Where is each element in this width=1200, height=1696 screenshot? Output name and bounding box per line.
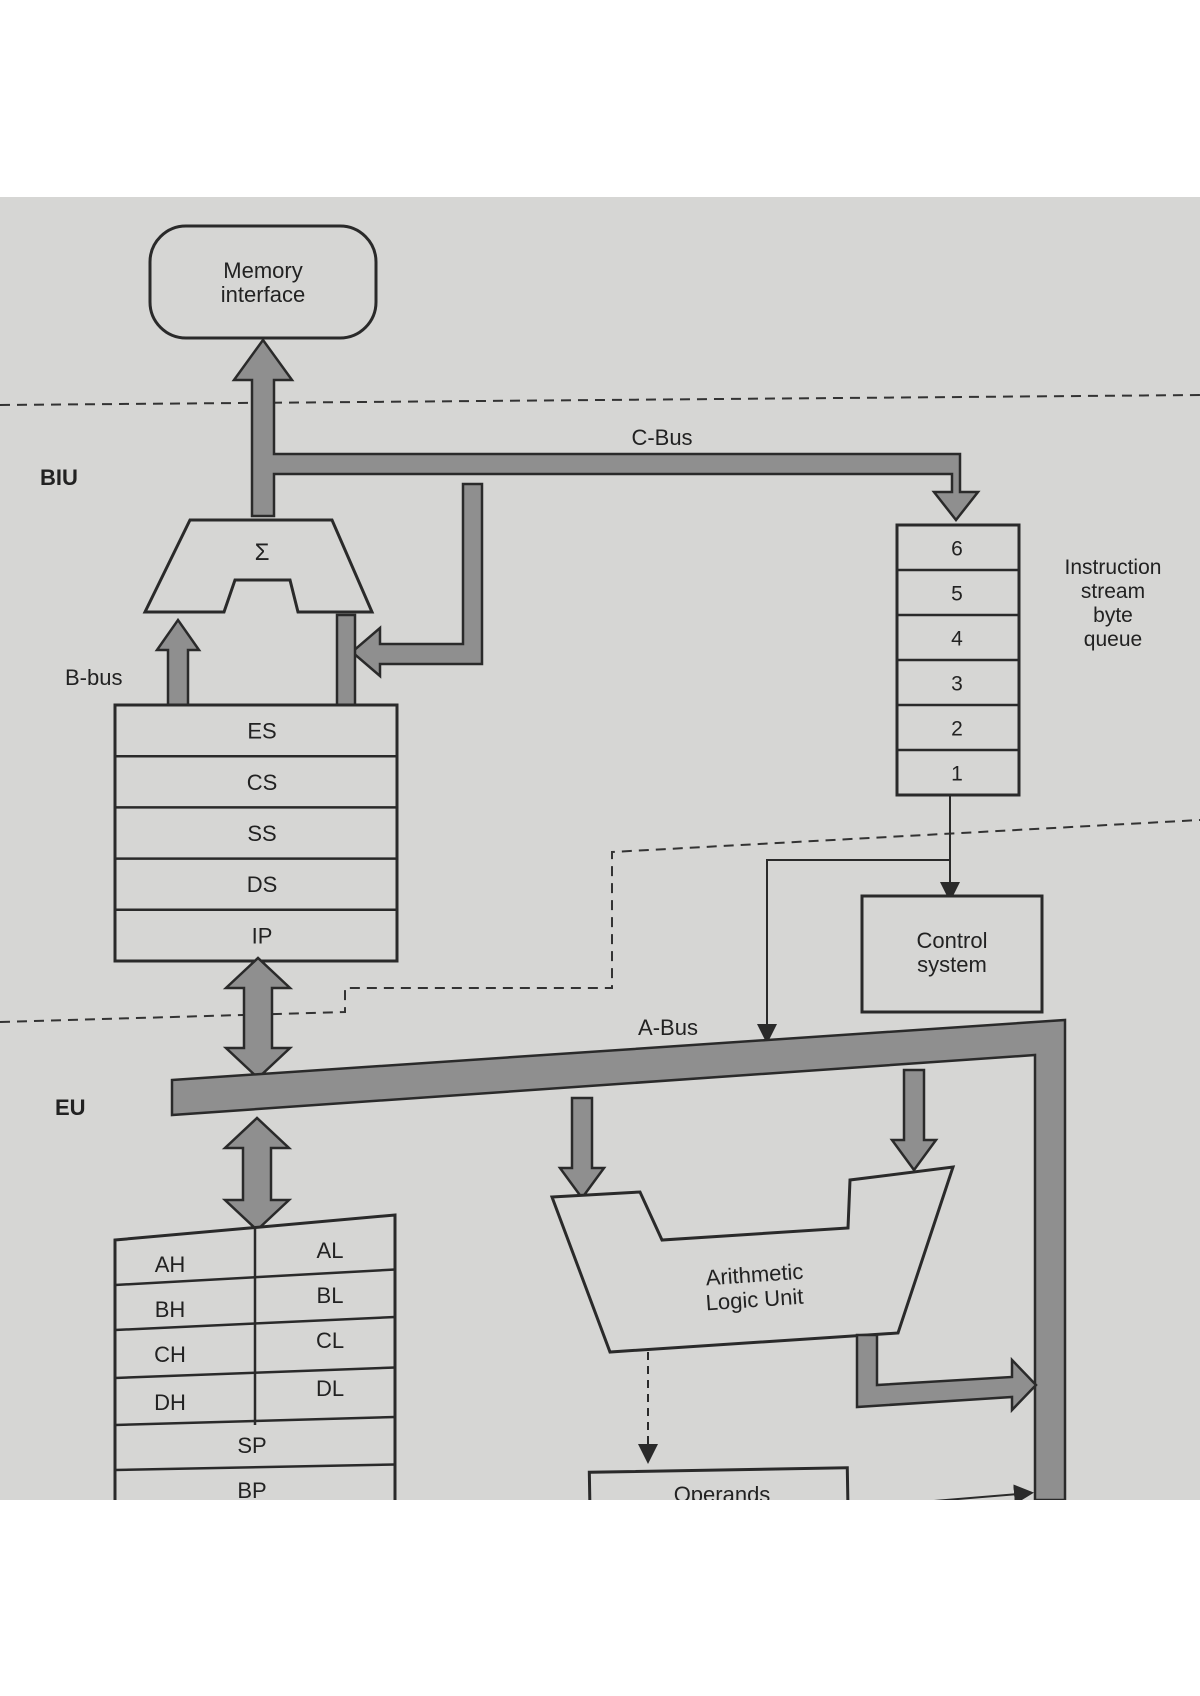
general-register-divider [115, 1512, 395, 1515]
segment-register-ss: SS [247, 821, 276, 846]
segment-register-block [113, 703, 399, 963]
register-dh: DH [154, 1390, 186, 1415]
segment-to-a-bus-double-arrow [222, 956, 294, 1080]
b-bus-label: B-bus [65, 665, 122, 690]
segment-feed-to-adder [335, 613, 357, 708]
a-bus-to-registers-double-arrow [221, 1116, 293, 1232]
c-bus-label: C-Bus [631, 425, 692, 450]
a-bus-pipe [170, 1018, 1067, 1500]
register-bh: BH [155, 1297, 186, 1322]
queue-label-line: queue [1084, 628, 1142, 651]
biu-section-label: BIU [40, 465, 78, 490]
queue-slot-2: 2 [951, 718, 963, 741]
general-register-divider [114, 1315, 396, 1332]
queue-label-line: Instruction [1065, 556, 1162, 579]
register-dl: DL [316, 1376, 344, 1401]
general-register-divider [114, 1415, 396, 1427]
queue-slot-5: 5 [951, 583, 963, 606]
queue-slot-4: 4 [951, 628, 963, 651]
control-system-label-line1: Control [917, 928, 988, 953]
biu-eu-dashed-boundary [0, 819, 1200, 1023]
instruction-queue-slots: 6 5 4 3 2 1 [897, 538, 1019, 786]
segment-register-es: ES [247, 719, 276, 744]
register-bl: BL [317, 1283, 344, 1308]
operands-output-line [933, 1484, 1034, 1500]
general-register-divider [114, 1268, 396, 1287]
c-bus-pipe [231, 337, 981, 523]
queue-slot-1: 1 [951, 763, 963, 786]
register-bp: BP [237, 1478, 266, 1503]
register-al: AL [317, 1238, 344, 1263]
queue-slot-3: 3 [951, 673, 963, 696]
segment-register-ds: DS [247, 872, 278, 897]
queue-label-line: stream [1081, 580, 1145, 603]
register-ch: CH [154, 1342, 186, 1367]
general-register-divider [114, 1463, 396, 1472]
control-system-box [860, 894, 1044, 1014]
general-register-rows: AH BH CH DH AL BL CL DL SP BP [114, 1238, 396, 1515]
segment-register-cs: CS [247, 770, 278, 795]
general-register-divider [114, 1366, 396, 1380]
c-bus-branch-to-adder [350, 482, 484, 679]
memory-interface-label-line2: interface [221, 282, 305, 307]
eu-section-label: EU [55, 1095, 86, 1120]
a-bus-to-alu-right-arrow [889, 1068, 939, 1173]
alu-output-arrow [855, 1333, 1038, 1414]
segment-register-ip: IP [252, 923, 273, 948]
arithmetic-logic-unit [549, 1165, 956, 1354]
queue-label-line: byte [1093, 604, 1133, 627]
operands-box [587, 1466, 851, 1500]
memory-interface-label-line1: Memory [223, 258, 302, 283]
register-ah: AH [155, 1252, 186, 1277]
queue-slot-6: 6 [951, 538, 963, 561]
a-bus-to-alu-left-arrow [557, 1096, 607, 1201]
operands-label: Operands [674, 1482, 771, 1507]
adder-sigma-symbol: Σ [255, 539, 270, 566]
a-bus-label: A-Bus [638, 1015, 698, 1040]
b-bus-arrow [154, 617, 202, 708]
biu-top-dashed-line [0, 394, 1200, 406]
segment-register-rows: ES CS SS DS IP [115, 719, 397, 948]
queue-to-a-bus-line [757, 859, 950, 1044]
address-adder [142, 518, 375, 614]
control-system-label-line2: system [917, 952, 987, 977]
register-sp: SP [237, 1433, 266, 1458]
register-cl: CL [316, 1328, 344, 1353]
